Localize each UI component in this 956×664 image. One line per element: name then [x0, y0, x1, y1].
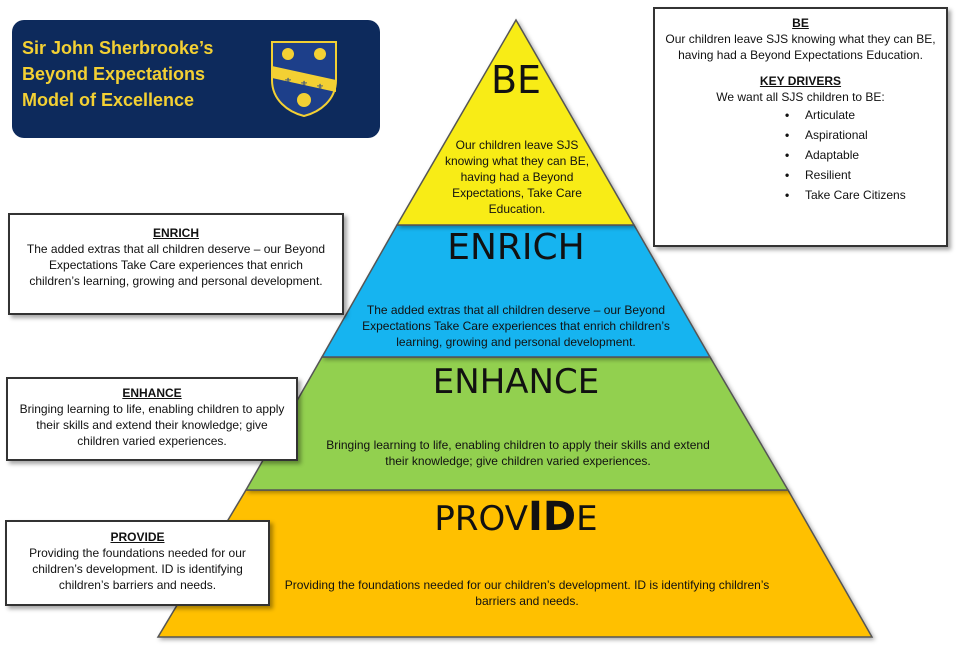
note-key-drivers-intro: We want all SJS children to BE: — [716, 90, 885, 104]
provide-heading-end: E — [576, 499, 598, 539]
tier-enhance-heading: ENHANCE — [432, 362, 600, 402]
note-provide: PROVIDE Providing the foundations needed… — [5, 520, 270, 606]
tier-enhance-text: Bringing learning to life, enabling chil… — [326, 438, 710, 468]
tier-be-heading: BE — [490, 58, 542, 102]
note-enrich-title: ENRICH — [152, 226, 199, 240]
svg-text:⚜: ⚜ — [284, 77, 292, 87]
key-driver-item: Articulate — [665, 105, 936, 125]
note-enhance-text: Bringing learning to life, enabling chil… — [19, 402, 285, 448]
key-drivers-list: Articulate Aspirational Adaptable Resili… — [665, 105, 936, 205]
tier-enrich-heading: ENRICH — [447, 227, 585, 268]
title-line-2: Beyond Expectations — [22, 64, 206, 84]
note-provide-text: Providing the foundations needed for our… — [29, 546, 246, 592]
provide-heading-start: PROV — [434, 499, 528, 539]
key-driver-item: Take Care Citizens — [665, 185, 936, 205]
svg-text:⚜: ⚜ — [316, 83, 324, 93]
tier-be-text: Our children leave SJS knowing what they… — [444, 138, 590, 216]
school-title: Sir John Sherbrooke’s Beyond Expectation… — [22, 35, 213, 113]
title-banner: Sir John Sherbrooke’s Beyond Expectation… — [12, 20, 380, 138]
tier-provide-heading: PROVIDE — [416, 494, 616, 540]
note-enrich: ENRICH The added extras that all childre… — [8, 213, 344, 315]
key-driver-item: Adaptable — [665, 145, 936, 165]
title-line-3: Model of Excellence — [22, 90, 195, 110]
note-provide-title: PROVIDE — [110, 530, 165, 544]
provide-heading-id: ID — [527, 494, 577, 540]
note-be-text: Our children leave SJS knowing what they… — [665, 32, 936, 62]
note-enhance-title: ENHANCE — [122, 386, 182, 400]
tier-enrich-text: The added extras that all children deser… — [362, 303, 670, 349]
note-enrich-text: The added extras that all children deser… — [26, 242, 326, 288]
tier-be-shape — [395, 18, 636, 226]
svg-text:⚜: ⚜ — [300, 80, 308, 90]
key-driver-item: Aspirational — [665, 125, 936, 145]
key-driver-item: Resilient — [665, 165, 936, 185]
note-be: BE Our children leave SJS knowing what t… — [653, 7, 948, 247]
title-line-1: Sir John Sherbrooke’s — [22, 38, 214, 58]
note-key-drivers-title: KEY DRIVERS — [759, 74, 842, 88]
tier-provide-text: Providing the foundations needed for our… — [284, 578, 770, 608]
school-crest-logo: ⚜ ⚜ ⚜ — [271, 41, 337, 118]
note-be-title: BE — [792, 16, 809, 30]
note-enhance: ENHANCE Bringing learning to life, enabl… — [6, 377, 298, 461]
